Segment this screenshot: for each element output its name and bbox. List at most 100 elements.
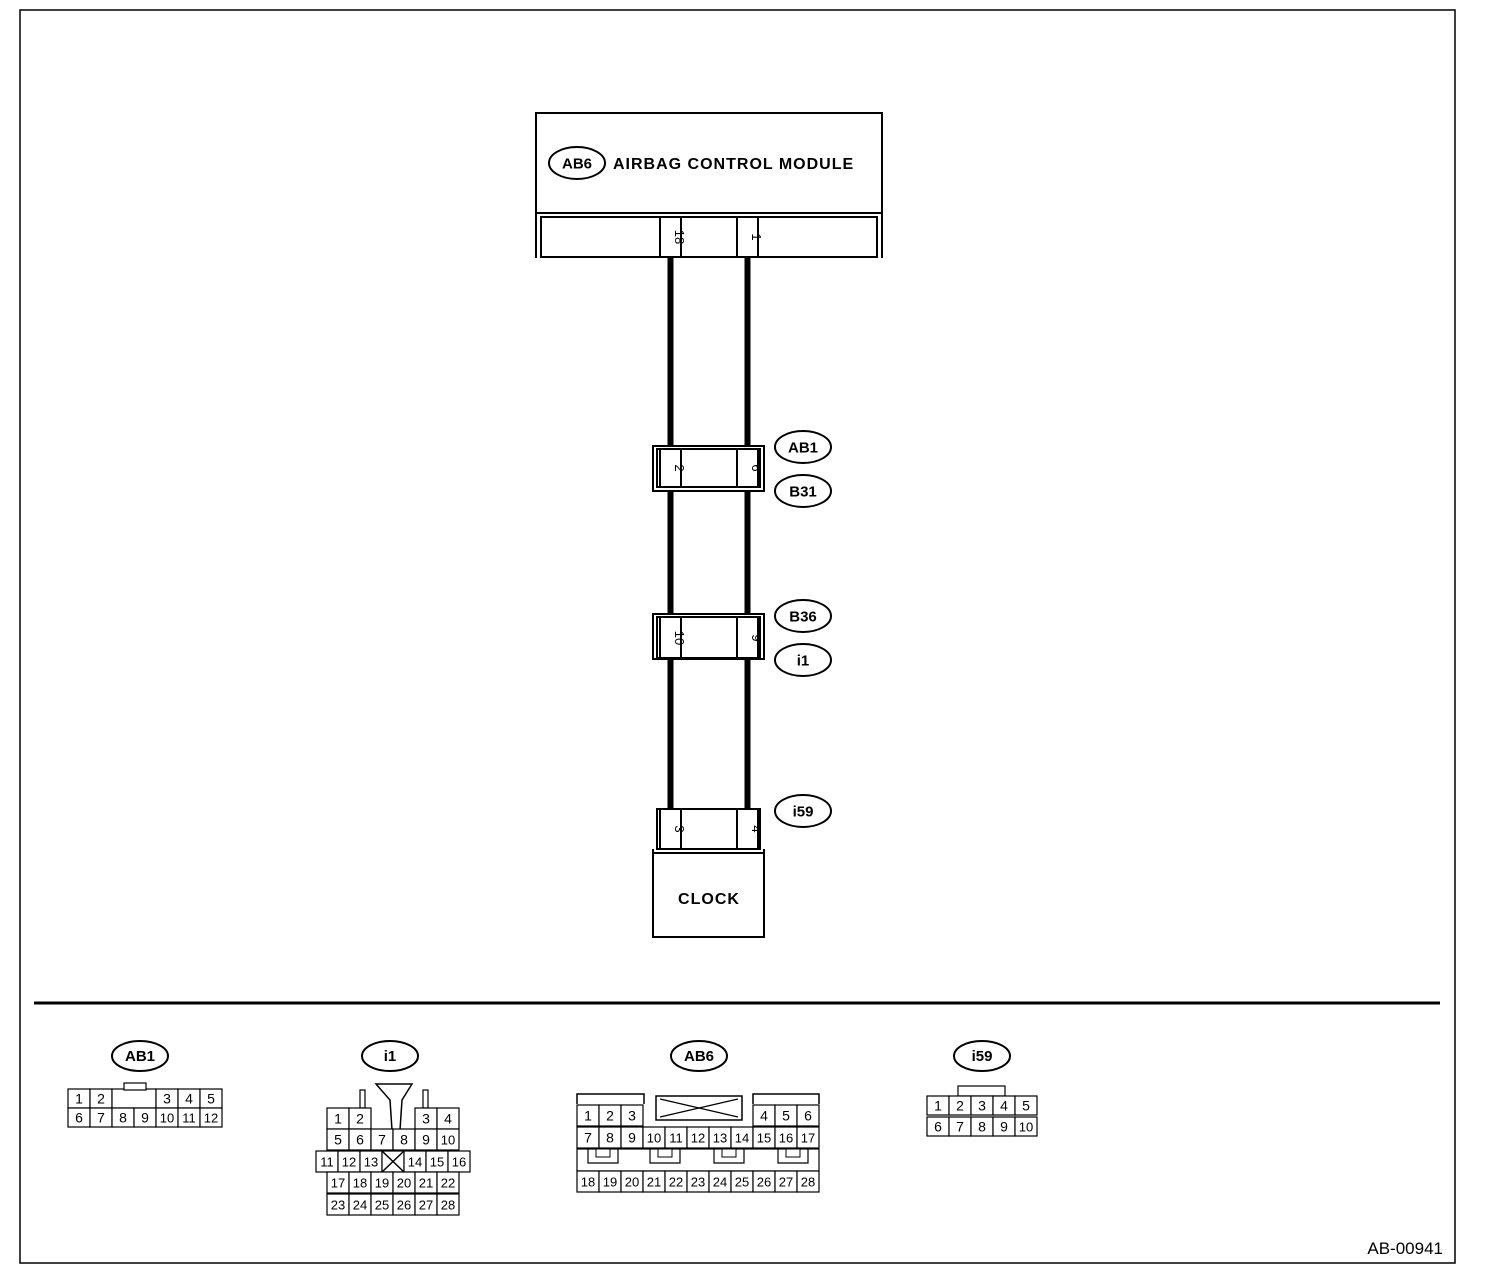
pin-cell [620, 1104, 644, 1127]
i1-pin-14: 14 [408, 1155, 422, 1170]
i1-pin-18: 18 [353, 1176, 367, 1191]
pin-cell [796, 1126, 820, 1149]
i1-pin-20: 20 [397, 1176, 411, 1191]
connector-view-ab6-tag: AB6 [684, 1048, 714, 1065]
junction1-pin-2: 2 [672, 464, 687, 471]
junction1-tag-top: AB1 [788, 440, 818, 457]
i59-pin-3: 3 [978, 1098, 986, 1114]
page-frame [19, 9, 1456, 1264]
module-tag: AB6 [562, 156, 592, 173]
i1-pin-1: 1 [334, 1111, 342, 1127]
module-title: AIRBAG CONTROL MODULE [613, 156, 854, 173]
ab6-pin-3: 3 [628, 1108, 636, 1124]
ab6-pin-28: 28 [801, 1175, 815, 1190]
pin-cell [436, 1128, 460, 1151]
clock-pin-4: 4 [749, 825, 764, 832]
i1-pin-10: 10 [441, 1133, 455, 1148]
i1-pin-12: 12 [342, 1155, 356, 1170]
i1-pin-5: 5 [334, 1132, 342, 1148]
i1-pin-9: 9 [422, 1132, 430, 1148]
junction2-tag-top: B36 [789, 609, 817, 626]
i1-pin-26: 26 [397, 1198, 411, 1213]
module-pin-1: 1 [749, 233, 764, 240]
ab6-pin-17: 17 [801, 1131, 815, 1146]
ab6-pin-26: 26 [757, 1175, 771, 1190]
i59-pin-7: 7 [956, 1119, 964, 1135]
ab1-pin-8: 8 [119, 1110, 127, 1126]
i1-pin-6: 6 [356, 1132, 364, 1148]
i59-pin-10: 10 [1019, 1120, 1033, 1135]
i1-pin-28: 28 [441, 1198, 455, 1213]
pin-cell [199, 1107, 223, 1128]
i59-pin-2: 2 [956, 1098, 964, 1114]
i59-pin-1: 1 [934, 1098, 942, 1114]
i1-pin-7: 7 [378, 1132, 386, 1148]
module-tag-oval [548, 146, 606, 180]
i59-pin-8: 8 [978, 1119, 986, 1135]
i59-pin-4: 4 [1000, 1098, 1008, 1114]
connector-view-ab1-tag: AB1 [125, 1048, 155, 1065]
ab6-pin-21: 21 [647, 1175, 661, 1190]
ab6-pin-11: 11 [669, 1131, 683, 1146]
ab6-pin-22: 22 [669, 1175, 683, 1190]
ab6-pin-24: 24 [713, 1175, 727, 1190]
pin-cell [1014, 1116, 1038, 1137]
junction-connector-b36-i1: 10 9 B36 i1 [652, 599, 832, 677]
i1-pin-13: 13 [364, 1155, 378, 1170]
pin-cell [796, 1170, 820, 1193]
i1-pin-27: 27 [419, 1198, 433, 1213]
ab6-pin-13: 13 [713, 1131, 727, 1146]
ab6-pin-7: 7 [584, 1130, 592, 1146]
pin-cell [436, 1171, 460, 1194]
ab1-pin-9: 9 [141, 1110, 149, 1126]
ab6-pin-4: 4 [760, 1108, 768, 1124]
i1-pin-25: 25 [375, 1198, 389, 1213]
ab6-pin-18: 18 [581, 1175, 595, 1190]
ab6-pin-20: 20 [625, 1175, 639, 1190]
junction-connector-ab1-b31: 2 6 AB1 B31 [652, 430, 832, 508]
ab1-pin-6: 6 [75, 1110, 83, 1126]
ab6-pin-27: 27 [779, 1175, 793, 1190]
ab6-pin-5: 5 [782, 1108, 790, 1124]
i1-pin-16: 16 [452, 1155, 466, 1170]
ab6-pin-1: 1 [584, 1108, 592, 1124]
pin-cell [1014, 1095, 1038, 1116]
ab6-pin-6: 6 [804, 1108, 812, 1124]
ab6-pin-10: 10 [647, 1131, 661, 1146]
ab1-pin-5: 5 [207, 1091, 215, 1107]
connector-view-i1-tag: i1 [384, 1048, 397, 1065]
ab1-pin-11: 11 [182, 1111, 196, 1126]
pin-cell [436, 1193, 460, 1216]
i1-pin-23: 23 [331, 1198, 345, 1213]
ab6-pin-2: 2 [606, 1108, 614, 1124]
ab6-pin-14: 14 [735, 1131, 749, 1146]
i1-pin-3: 3 [422, 1111, 430, 1127]
i59-pin-5: 5 [1022, 1098, 1030, 1114]
i59-pin-6: 6 [934, 1119, 942, 1135]
wires [667, 257, 751, 811]
ab6-pin-12: 12 [691, 1131, 705, 1146]
ab6-pin-8: 8 [606, 1130, 614, 1146]
clock-tag: i59 [793, 804, 814, 821]
i1-pin-22: 22 [441, 1176, 455, 1191]
i1-pin-24: 24 [353, 1198, 367, 1213]
i1-pin-11: 11 [320, 1155, 334, 1170]
i1-pin-17: 17 [331, 1176, 345, 1191]
ab1-pin-10: 10 [160, 1111, 174, 1126]
junction2-pin-9: 9 [749, 634, 764, 641]
ab1-pin-3: 3 [163, 1091, 171, 1107]
ab1-pin-7: 7 [97, 1110, 105, 1126]
ab1-pin-4: 4 [185, 1091, 193, 1107]
ab6-pin-25: 25 [735, 1175, 749, 1190]
ab6-pin-15: 15 [757, 1131, 771, 1146]
ab1-pin-2: 2 [97, 1091, 105, 1107]
junction2-tag-bottom: i1 [797, 653, 810, 670]
